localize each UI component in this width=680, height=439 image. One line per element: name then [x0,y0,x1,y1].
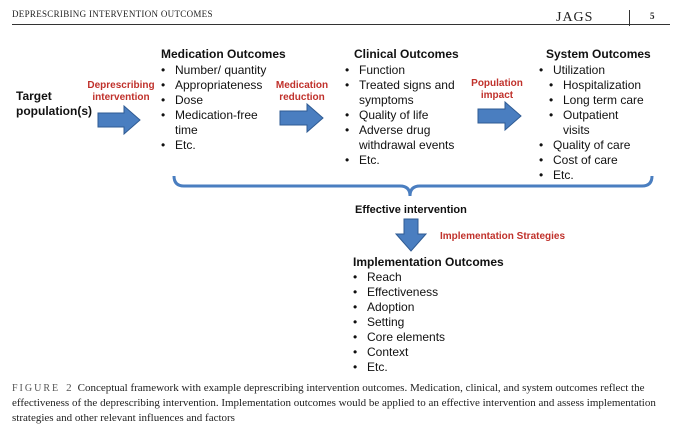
arrow-down-to-implementation [394,218,428,252]
medication-outcomes-title: Medication Outcomes [161,47,286,61]
list-item: Hospitalization [537,78,667,93]
list-item: Etc. [343,153,473,168]
figure-number: 2 [66,382,72,394]
running-title: DEPRESCRIBING INTERVENTION OUTCOMES [12,9,213,19]
list-item: Function [343,63,473,78]
list-item: Dose [159,93,279,108]
list-item: Cost of care [537,153,667,168]
implementation-outcomes-title: Implementation Outcomes [353,255,504,269]
outcomes-brace [172,175,654,197]
medication-outcomes-list: Number/ quantity Appropriateness Dose Me… [159,63,279,153]
list-item: Appropriateness [159,78,279,93]
arrow-medication-to-clinical [279,102,324,134]
implementation-outcomes-list: Reach Effectiveness Adoption Setting Cor… [351,270,501,375]
list-item: Utilization [537,63,667,78]
list-item: Context [351,345,501,360]
list-item: Etc. [159,138,279,153]
effective-intervention-label: Effective intervention [355,204,467,216]
system-outcomes-list: Utilization Hospitalization Long term ca… [537,63,667,183]
figure-label: FIGURE [12,383,61,394]
caption-text: Conceptual framework with example depres… [12,382,656,424]
list-item: Quality of care [537,138,667,153]
list-item: Reach [351,270,501,285]
arrow-target-to-medication [97,104,141,136]
target-population-label: Target population(s) [16,89,92,118]
population-impact-label: Population impact [471,78,523,101]
list-item: Core elements [351,330,501,345]
list-item: Etc. [351,360,501,375]
medication-reduction-label: Medication reduction [275,80,329,103]
list-item: Etc. [537,168,667,183]
list-item: Quality of life [343,108,473,123]
list-item: Number/ quantity [159,63,279,78]
header-rule [12,24,670,25]
page-number: 5 [650,11,655,21]
list-item: Effectiveness [351,285,501,300]
list-item: Setting [351,315,501,330]
system-outcomes-title: System Outcomes [546,47,651,61]
header-divider [629,10,630,26]
clinical-outcomes-title: Clinical Outcomes [354,47,459,61]
list-item: Long term care [537,93,667,108]
list-item: Adoption [351,300,501,315]
deprescribing-intervention-label: Deprescribing intervention [87,80,155,103]
journal-name: JAGS [556,10,594,25]
implementation-strategies-label: Implementation Strategies [440,231,566,242]
arrow-clinical-to-system [477,100,522,132]
